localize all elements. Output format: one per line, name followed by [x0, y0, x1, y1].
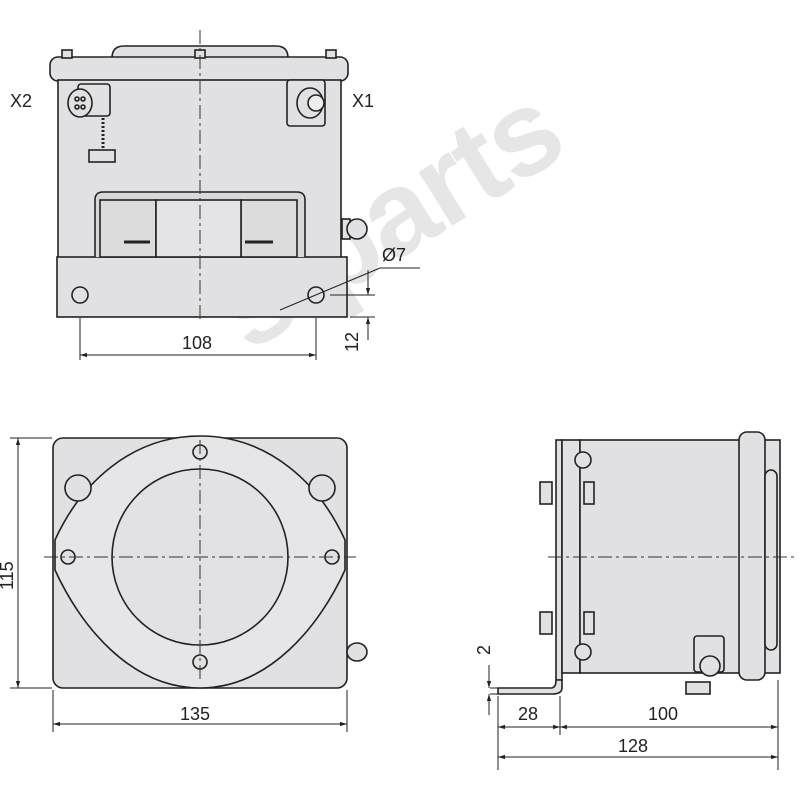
- hole-height-label: 12: [342, 331, 362, 352]
- connector-x1-label: X1: [352, 91, 375, 111]
- total-length-label: 128: [618, 736, 649, 756]
- bottom-view: [52, 435, 368, 689]
- bottom-width-label: 135: [180, 704, 211, 724]
- bracket-length-label: 28: [518, 704, 539, 724]
- front-view: [49, 45, 368, 318]
- plate-thickness-label: 2: [474, 644, 494, 655]
- hole-diameter-label: Ø7: [382, 245, 407, 265]
- bottom-height-label: 115: [0, 561, 17, 590]
- body-length-label: 100: [648, 704, 679, 724]
- side-view: [497, 431, 781, 695]
- hole-spacing-label: 108: [182, 333, 213, 353]
- connector-x2-label: X2: [10, 91, 33, 111]
